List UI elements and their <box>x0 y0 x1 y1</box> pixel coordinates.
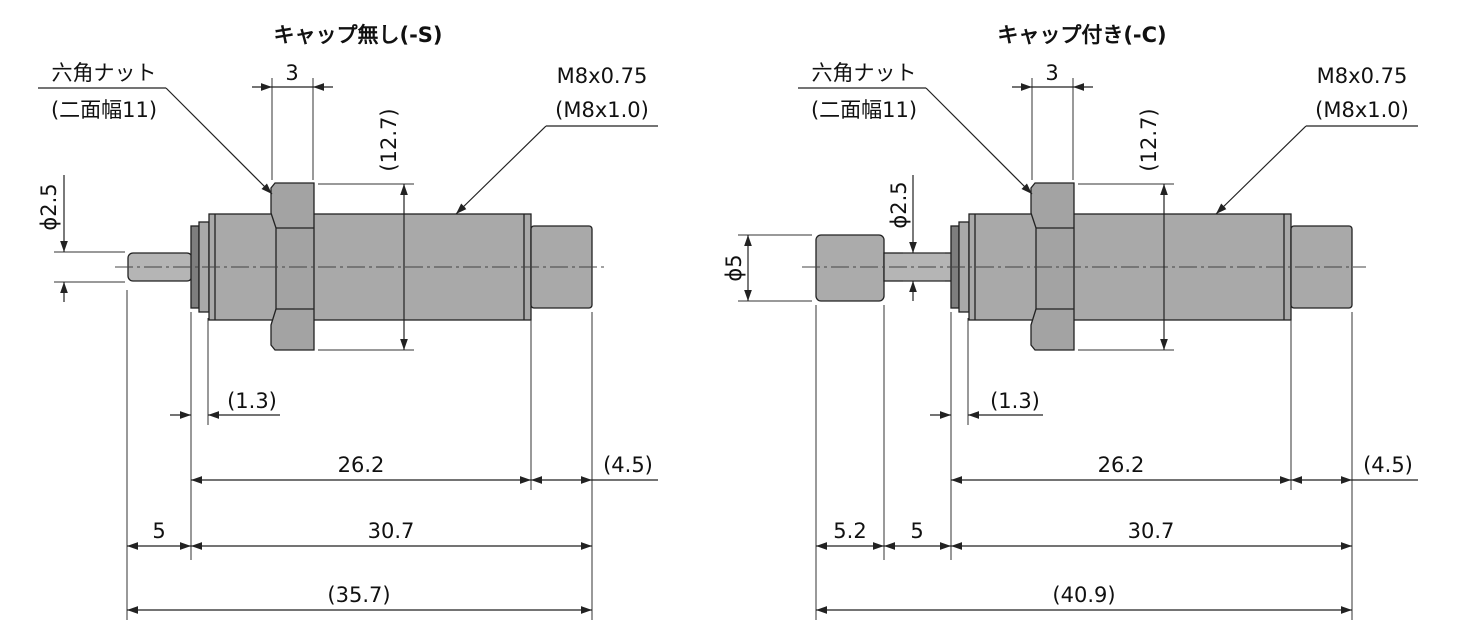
left-thread-callout: M8x0.75 (M8x1.0) <box>455 64 658 215</box>
left-dim-nut-height: (12.7) <box>377 108 401 171</box>
left-dimensions: 3 (12.7) ϕ2.5 (1.3) 26.2 (4.5) 5 30.7 (3… <box>37 61 658 614</box>
left-dim-flange: (1.3) <box>227 389 277 413</box>
right-view: キャップ付き(-C) <box>722 23 1418 620</box>
right-dim-cap-diameter: ϕ5 <box>722 254 746 281</box>
right-cap <box>815 234 885 302</box>
right-dim-end-length: (4.5) <box>1363 453 1413 477</box>
left-dim-stroke: 5 <box>152 519 165 543</box>
left-thread-label-line1: M8x0.75 <box>557 64 648 88</box>
left-nut-label-line1: 六角ナット <box>52 61 157 85</box>
right-dim-cap-length: 5.2 <box>833 519 866 543</box>
left-nut-label-line2: (二面幅11) <box>51 98 157 122</box>
right-dim-thread-length: 26.2 <box>1098 453 1145 477</box>
right-dim-stroke: 5 <box>910 519 923 543</box>
right-nut-callout: 六角ナット (二面幅11) <box>798 61 1033 195</box>
right-title: キャップ付き(-C) <box>997 23 1166 47</box>
right-thread-callout: M8x0.75 (M8x1.0) <box>1215 64 1418 215</box>
left-dim-body-length: 30.7 <box>368 519 415 543</box>
left-dim-end-length: (4.5) <box>603 453 653 477</box>
left-nut-callout: 六角ナット (二面幅11) <box>38 61 273 195</box>
left-title: キャップ無し(-S) <box>273 23 442 47</box>
right-nut-label-line1: 六角ナット <box>812 61 917 85</box>
left-dim-overall: (35.7) <box>327 583 390 607</box>
left-extension-lines <box>54 78 593 620</box>
right-thread-label-line1: M8x0.75 <box>1317 64 1408 88</box>
right-thread-label-line2: (M8x1.0) <box>1315 98 1409 122</box>
right-nut-label-line2: (二面幅11) <box>811 98 917 122</box>
right-dim-nut-height: (12.7) <box>1137 108 1161 171</box>
right-extension-lines <box>738 78 1353 620</box>
left-dim-nut-width: 3 <box>285 61 298 85</box>
right-dim-nut-width: 3 <box>1045 61 1058 85</box>
right-dim-overall: (40.9) <box>1052 583 1115 607</box>
right-dimensions: 3 (12.7) ϕ2.5 ϕ5 (1.3) 26.2 (4.5) 5.2 5 … <box>722 61 1418 614</box>
left-thread-label-line2: (M8x1.0) <box>555 98 649 122</box>
right-dim-rod-diameter: ϕ2.5 <box>887 181 911 228</box>
right-dim-flange: (1.3) <box>990 389 1040 413</box>
left-dim-rod-diameter: ϕ2.5 <box>37 183 61 230</box>
left-dim-thread-length: 26.2 <box>338 453 385 477</box>
left-view: キャップ無し(-S) <box>37 23 658 620</box>
right-shock-absorber <box>802 182 1366 351</box>
right-hex-nut <box>1030 182 1075 351</box>
left-shock-absorber <box>115 182 605 351</box>
right-dim-body-length: 30.7 <box>1128 519 1175 543</box>
